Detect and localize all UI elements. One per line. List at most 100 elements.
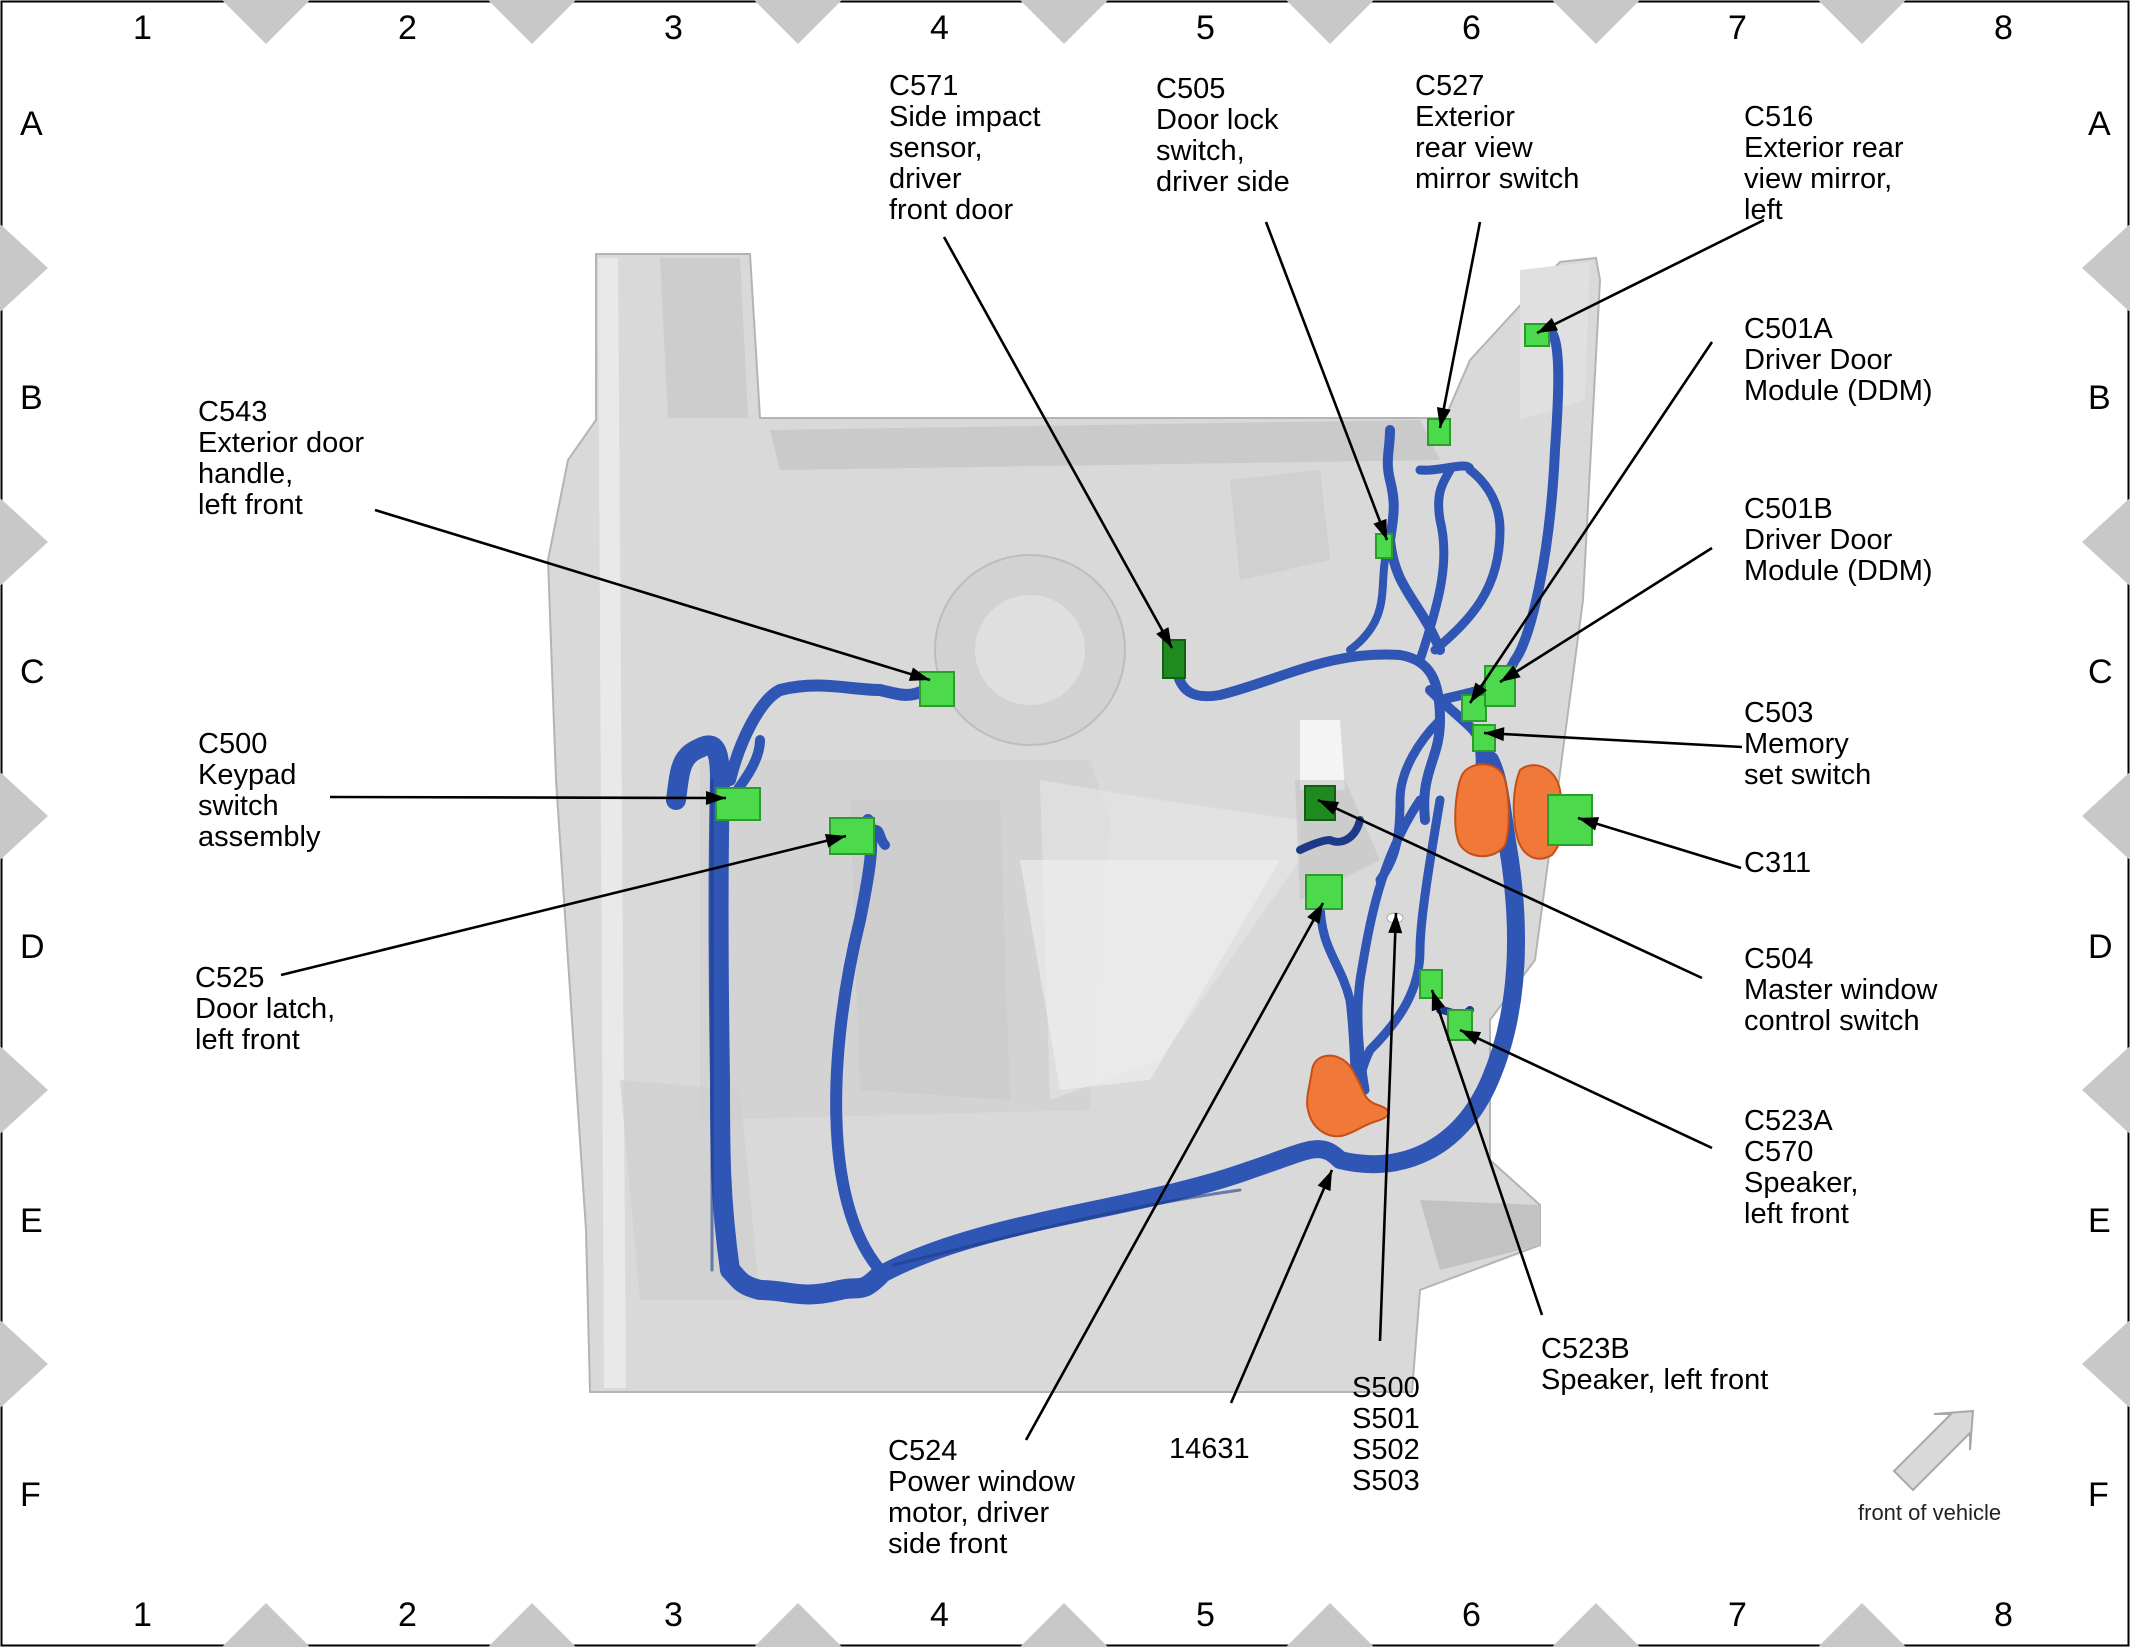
grid-row-e: E bbox=[20, 1202, 43, 1240]
label-c524: C524 Power window motor, driver side fro… bbox=[888, 1435, 1075, 1560]
leader-c504 bbox=[1317, 798, 1703, 980]
connector-c523b bbox=[1419, 969, 1443, 999]
frame-triangle bbox=[1286, 0, 1374, 44]
frame-triangle bbox=[1818, 0, 1906, 44]
label-c525: C525 Door latch, left front bbox=[195, 962, 336, 1056]
frame-triangle bbox=[2082, 224, 2130, 312]
grid-col-5: 5 bbox=[1196, 9, 1215, 47]
grid-col-1: 1 bbox=[133, 9, 152, 47]
grid-row-b-right: B bbox=[2088, 379, 2111, 417]
leader-c501b bbox=[1499, 546, 1713, 684]
connector-c524 bbox=[1305, 874, 1343, 910]
front-of-vehicle-arrow bbox=[1892, 1409, 1975, 1492]
leader-c503 bbox=[1483, 731, 1743, 749]
frame-triangle bbox=[754, 1603, 842, 1647]
arrowhead-c523a bbox=[1460, 1030, 1482, 1045]
label-c501b: C501B Driver Door Module (DDM) bbox=[1744, 493, 1933, 587]
label-c505: C505 Door lock switch, driver side bbox=[1156, 73, 1290, 198]
grid-col-4-bottom: 4 bbox=[930, 1596, 949, 1634]
leader-c527 bbox=[1438, 221, 1482, 429]
grid-col-3-bottom: 3 bbox=[664, 1596, 683, 1634]
arrowhead-c503 bbox=[1484, 727, 1505, 742]
leader-c523b bbox=[1430, 989, 1544, 1316]
arrowhead-c311 bbox=[1578, 817, 1600, 831]
grid-row-d: D bbox=[20, 928, 45, 966]
grid-col-5-bottom: 5 bbox=[1196, 1596, 1215, 1634]
grid-col-6: 6 bbox=[1462, 9, 1481, 47]
frame-triangle bbox=[0, 772, 48, 860]
arrowhead-c516 bbox=[1537, 317, 1559, 333]
leader-c543 bbox=[374, 508, 931, 682]
frame-triangle bbox=[2082, 498, 2130, 586]
frame-triangle bbox=[1020, 0, 1108, 44]
frame-triangle bbox=[0, 1046, 48, 1134]
grid-row-c: C bbox=[20, 653, 45, 691]
grid-row-f: F bbox=[20, 1476, 41, 1514]
connector-c505 bbox=[1375, 533, 1393, 559]
label-c500: C500 Keypad switch assembly bbox=[198, 728, 321, 853]
leader-c516 bbox=[1536, 218, 1765, 335]
leader-lines bbox=[280, 218, 1765, 1441]
label-s500-s503: S500 S501 S502 S503 bbox=[1352, 1372, 1420, 1497]
leader-s500 bbox=[1378, 912, 1398, 1342]
front-of-vehicle-label: front of vehicle bbox=[1858, 1500, 2002, 1525]
frame-triangle bbox=[1286, 1603, 1374, 1647]
label-c571: C571 Side impact sensor, driver front do… bbox=[889, 70, 1041, 226]
leader-c571 bbox=[942, 236, 1174, 649]
frame-triangle bbox=[0, 498, 48, 586]
label-c311: C311 bbox=[1744, 847, 1812, 879]
label-c523a: C523A C570 Speaker, left front bbox=[1744, 1105, 1859, 1230]
arrowhead-c501b bbox=[1500, 665, 1521, 682]
arrowhead-c571 bbox=[1156, 627, 1172, 648]
frame-triangle bbox=[488, 0, 576, 44]
label-c501a: C501A Driver Door Module (DDM) bbox=[1744, 313, 1933, 407]
grid-row-f-right: F bbox=[2088, 1476, 2109, 1514]
leader-c501a bbox=[1468, 341, 1714, 704]
connector-c500 bbox=[715, 787, 761, 821]
grid-col-7-bottom: 7 bbox=[1728, 1596, 1747, 1634]
label-c523b: C523B Speaker, left front bbox=[1541, 1333, 1769, 1396]
frame-triangle bbox=[1552, 0, 1640, 44]
frame-triangle bbox=[488, 1603, 576, 1647]
frame-triangle bbox=[222, 1603, 310, 1647]
arrowhead-c504 bbox=[1318, 800, 1340, 815]
label-c516: C516 Exterior rear view mirror, left bbox=[1744, 101, 1904, 226]
grid-col-8: 8 bbox=[1994, 9, 2013, 47]
connector-c527 bbox=[1427, 418, 1451, 446]
grid-col-4: 4 bbox=[930, 9, 949, 47]
grid-col-2-bottom: 2 bbox=[398, 1596, 417, 1634]
grid-row-b: B bbox=[20, 379, 43, 417]
arrowhead-c505 bbox=[1373, 518, 1387, 540]
grid-col-3: 3 bbox=[664, 9, 683, 47]
arrowhead-n14631 bbox=[1317, 1170, 1332, 1192]
frame-triangle bbox=[1020, 1603, 1108, 1647]
arrowhead-c523b bbox=[1431, 990, 1446, 1012]
leader-c311 bbox=[1577, 816, 1742, 870]
grid-col-6-bottom: 6 bbox=[1462, 1596, 1481, 1634]
grid-row-a-right: A bbox=[2088, 105, 2111, 143]
frame-triangle bbox=[2082, 1320, 2130, 1408]
leader-c524 bbox=[1024, 902, 1325, 1441]
label-c543: C543 Exterior door handle, left front bbox=[198, 396, 365, 521]
label-c527: C527 Exterior rear view mirror switch bbox=[1415, 70, 1580, 195]
leader-c523a bbox=[1459, 1028, 1713, 1150]
frame-triangle bbox=[1552, 1603, 1640, 1647]
grid-col-7: 7 bbox=[1728, 9, 1747, 47]
grid-row-a: A bbox=[20, 105, 43, 143]
arrowhead-c501a bbox=[1470, 682, 1487, 703]
frame-triangle bbox=[2082, 1046, 2130, 1134]
grid-col-8-bottom: 8 bbox=[1994, 1596, 2013, 1634]
grid-row-c-right: C bbox=[2088, 653, 2113, 691]
leader-c525 bbox=[280, 834, 847, 977]
leader-c505 bbox=[1264, 221, 1389, 541]
arrowhead-s500 bbox=[1388, 913, 1403, 934]
frame-triangle bbox=[0, 1320, 48, 1408]
leader-n14631 bbox=[1229, 1169, 1334, 1404]
grid-col-1-bottom: 1 bbox=[133, 1596, 152, 1634]
frame-triangle bbox=[1818, 1603, 1906, 1647]
arrowhead-c524 bbox=[1307, 903, 1323, 924]
leader-c500 bbox=[329, 795, 727, 800]
